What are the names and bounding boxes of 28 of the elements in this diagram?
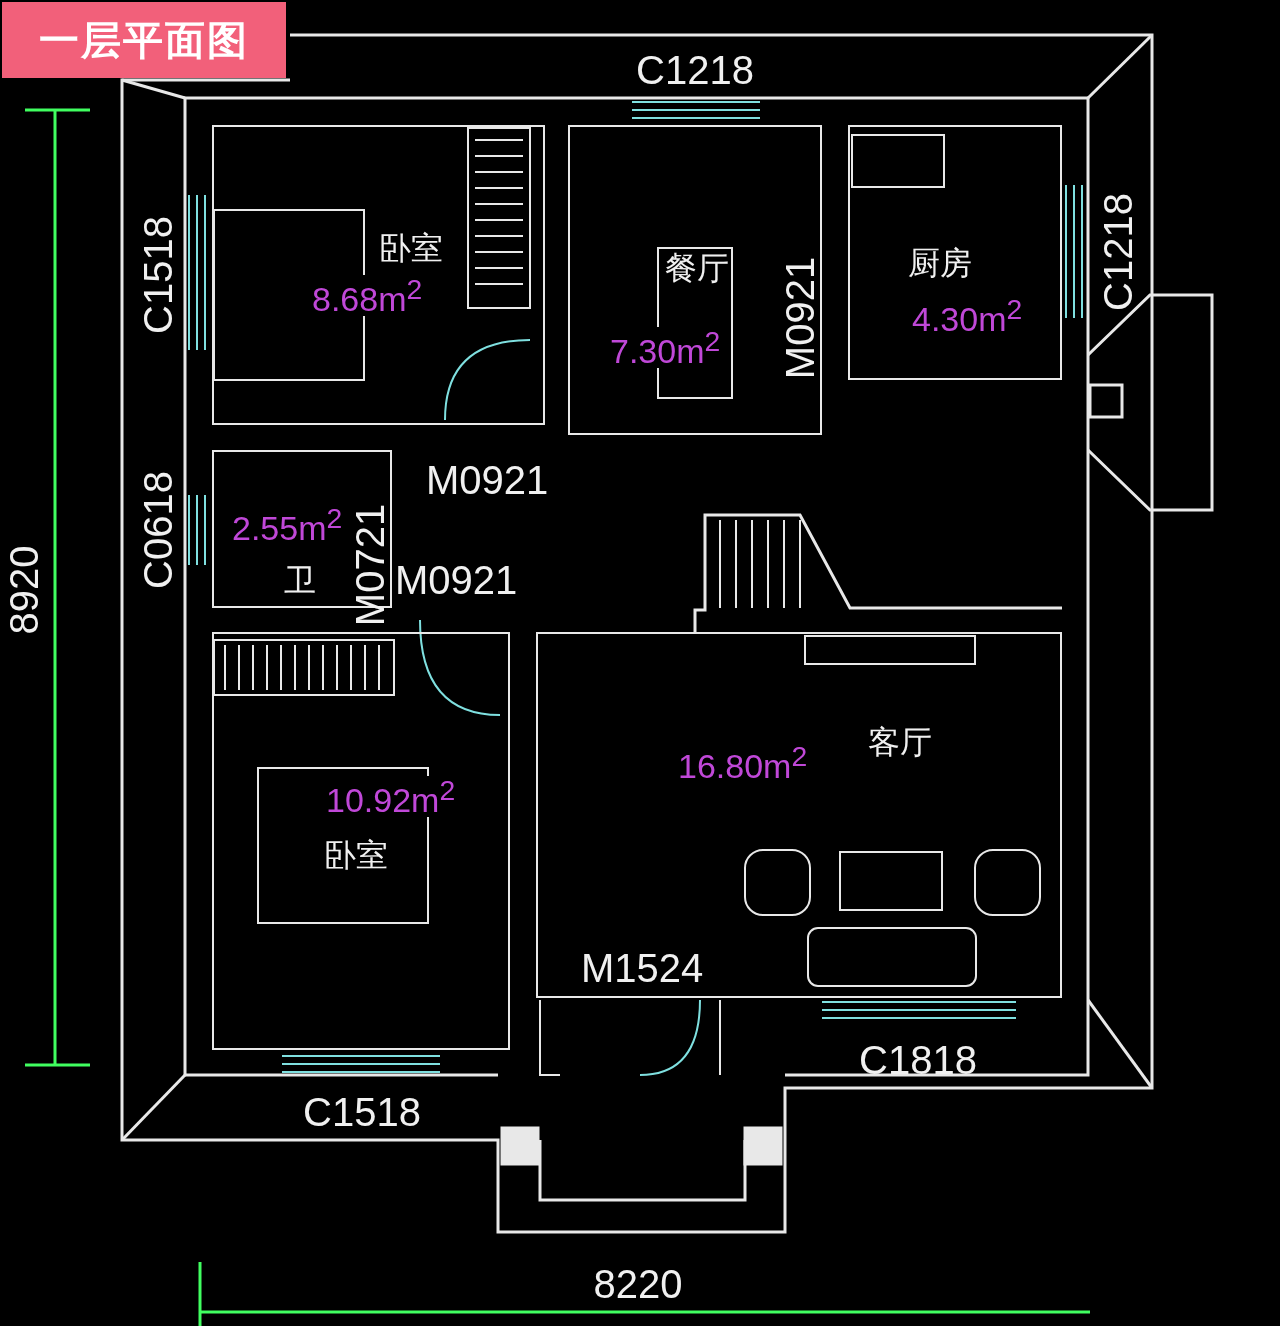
door-code: M0921: [780, 256, 821, 380]
room-area: 10.92m$^{2}$: [326, 776, 456, 818]
dimension-label: 8920: [4, 545, 44, 635]
dimension-label: 8220: [593, 1264, 683, 1304]
room-name: 卧室: [324, 839, 388, 871]
room-name: 客厅: [868, 726, 932, 758]
window-code: C1218: [1097, 193, 1138, 311]
window-code: C1818: [859, 1040, 977, 1080]
room-name: 餐厅: [665, 252, 729, 284]
room-outline: [848, 125, 1062, 380]
window-code: C1518: [137, 216, 178, 334]
room-outline: [568, 125, 822, 435]
door-code: M1524: [581, 948, 704, 988]
room-outline: [212, 125, 545, 425]
room-outline: [536, 632, 1062, 998]
window-code: C1218: [636, 50, 754, 90]
door-code: M0921: [426, 460, 549, 500]
room-name: 厨房: [908, 247, 972, 279]
door-code: M0721: [350, 503, 391, 627]
title-banner: 一层平面图: [2, 2, 286, 78]
window-code: C0618: [137, 471, 178, 589]
room-name: 卧室: [379, 232, 443, 264]
door-code: M0921: [395, 560, 518, 600]
window-code: C1518: [303, 1092, 421, 1132]
room-area: 8.68m$^{2}$: [312, 275, 423, 317]
room-area: 7.30m$^{2}$: [610, 327, 721, 369]
room-name: 卫: [284, 564, 316, 596]
room-outline: [212, 632, 510, 1050]
